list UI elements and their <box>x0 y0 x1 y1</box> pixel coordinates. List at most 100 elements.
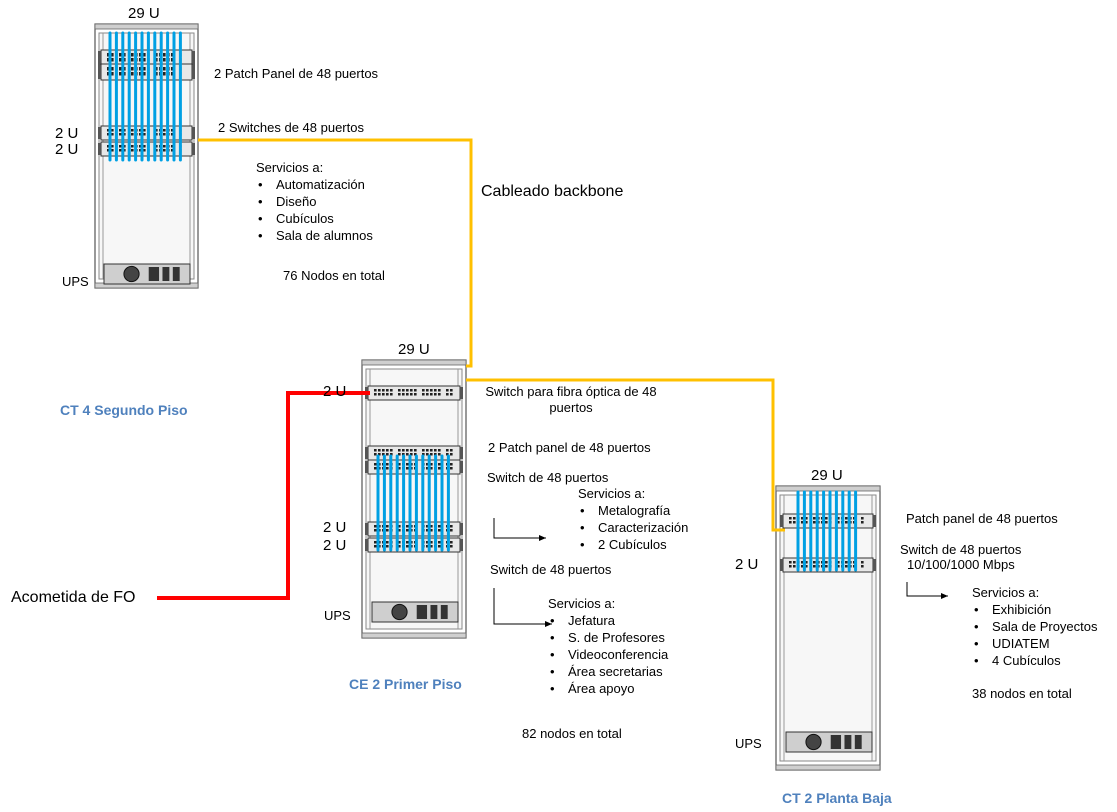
ce2-port <box>434 449 437 452</box>
ct4-port <box>119 149 122 152</box>
ct4-port <box>143 67 146 71</box>
ct4-port <box>119 72 122 76</box>
ce2-port <box>450 453 453 456</box>
backbone-cable-ct4 <box>198 138 473 368</box>
ct4-rack <box>94 23 199 289</box>
ct2-port <box>837 561 840 564</box>
ct4-port <box>107 149 110 152</box>
ce2-port <box>374 389 377 392</box>
ct4-switch-ear <box>98 143 101 155</box>
ce2-services2-list: Servicios a: Jefatura S. de Profesores V… <box>548 596 668 698</box>
ce2-switch-ear <box>365 523 368 535</box>
ce2-port <box>374 393 377 396</box>
ct2-port <box>825 561 828 564</box>
ct4-patch-panel-ear <box>98 51 101 65</box>
ce2-port <box>398 449 401 452</box>
ct4-port <box>143 149 146 152</box>
ct2-switch-ear <box>780 559 783 571</box>
ct2-port <box>837 517 840 520</box>
ce2-port <box>414 393 417 396</box>
ce2-patch-panel-ear <box>460 461 463 473</box>
ct2-port <box>813 521 816 524</box>
ce2-port <box>434 393 437 396</box>
ct4-port <box>111 53 114 57</box>
ce2-port <box>386 453 389 456</box>
arrows-layer <box>493 518 948 627</box>
ce2-port <box>406 389 409 392</box>
ct2-patch-label: Patch panel de 48 puertos <box>906 511 1058 526</box>
ce2-switch1-label: Switch de 48 puertos <box>487 470 609 485</box>
ct2-port <box>793 561 796 564</box>
ce2-ups-fan-icon <box>391 603 408 621</box>
ce2-port <box>430 393 433 396</box>
ce2-service2-item: Área apoyo <box>548 681 668 698</box>
ce2-port <box>430 389 433 392</box>
ct2-service-item: UDIATEM <box>972 636 1098 653</box>
ce2-port <box>382 453 385 456</box>
ce2-service1-item: Caracterización <box>578 520 688 537</box>
ct2-port <box>845 565 848 568</box>
ce2-port <box>430 467 433 470</box>
ct2-port <box>805 517 808 520</box>
ce2-ups-outlet <box>416 605 428 619</box>
ce2-services1-header: Servicios a: <box>578 486 646 501</box>
ce2-rack-units: 29 U <box>398 341 430 358</box>
ce2-port <box>438 541 441 544</box>
ct2-switch-ear <box>873 559 876 571</box>
ct4-port <box>131 72 134 76</box>
fiber-entry-label: Acometida de FO <box>11 589 136 606</box>
ct2-port <box>789 521 792 524</box>
ce2-port <box>398 541 401 544</box>
ct4-port <box>139 133 142 136</box>
ct4-port <box>111 149 114 152</box>
ce2-port <box>450 541 453 544</box>
ce2-port <box>402 393 405 396</box>
ct4-port <box>171 133 174 136</box>
ct2-port <box>825 521 828 524</box>
ct4-port <box>107 129 110 132</box>
ce2-port <box>434 389 437 392</box>
ce2-port <box>398 393 401 396</box>
ct4-patch-panel-face <box>100 63 193 81</box>
ct4-port <box>107 145 110 148</box>
ce2-ups-outlet <box>430 605 438 619</box>
ce2-service2-item: Área secretarias <box>548 664 668 681</box>
ce2-port <box>398 529 401 532</box>
ct2-port <box>845 561 848 564</box>
ct4-port <box>163 67 166 71</box>
ce2-size-upper: 2 U <box>323 519 347 536</box>
ce2-port <box>430 525 433 528</box>
ce2-rack-base <box>361 632 467 639</box>
ct4-port <box>163 129 166 132</box>
ce2-port <box>446 453 449 456</box>
ce2-port <box>426 463 429 466</box>
ce2-port <box>438 467 441 470</box>
ct4-ups-outlet <box>162 267 170 281</box>
ce2-port <box>438 389 441 392</box>
ct4-ups-label: UPS <box>62 274 89 289</box>
ce2-port <box>382 389 385 392</box>
ct4-port <box>143 145 146 148</box>
ct2-size: 2 U <box>735 556 759 573</box>
ct4-port <box>107 67 110 71</box>
ce2-port <box>430 453 433 456</box>
ct2-services-header: Servicios a: <box>972 585 1040 600</box>
ce2-port <box>406 545 409 548</box>
racks-layer <box>94 23 881 771</box>
ce2-port <box>426 453 429 456</box>
ct2-port <box>801 565 804 568</box>
ce2-fiber-switch-label-line2: puertos <box>549 400 593 415</box>
ct2-patch-panel-ear <box>780 515 783 527</box>
ct4-port <box>111 72 114 76</box>
ct4-patch-panel-ear <box>192 65 195 79</box>
ce2-ups <box>371 601 459 623</box>
ce2-rack-inner <box>365 368 463 630</box>
ce2-port <box>450 393 453 396</box>
ct2-service-item: Exhibición <box>972 602 1098 619</box>
ce2-port <box>446 393 449 396</box>
ct4-port <box>119 145 122 148</box>
ce2-port <box>406 467 409 470</box>
ce2-port <box>374 545 377 548</box>
ct4-switch-label: 2 Switches de 48 puertos <box>218 120 364 135</box>
